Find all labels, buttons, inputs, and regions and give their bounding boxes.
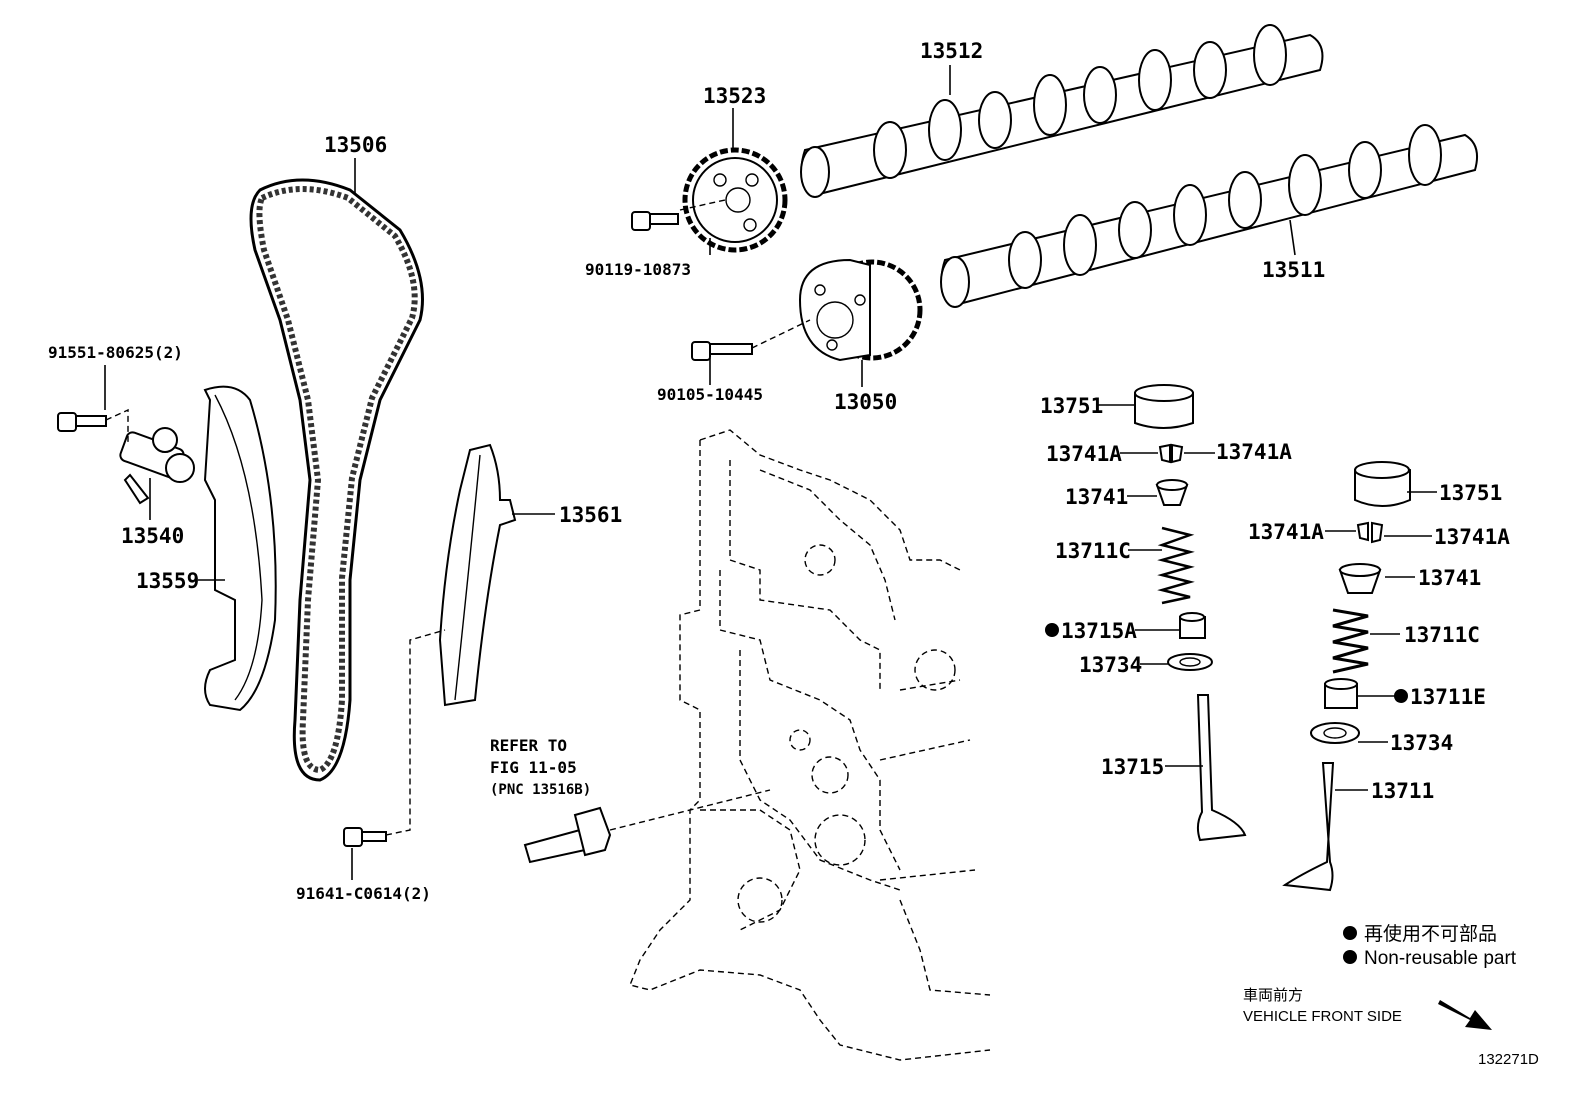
label-13741a-a2: 13741A bbox=[1216, 440, 1292, 464]
camshaft-13512 bbox=[800, 24, 1324, 198]
vvt-gear-13050 bbox=[798, 258, 923, 362]
engine-block-outline bbox=[629, 429, 991, 1061]
label-13715a: 13715A bbox=[1061, 619, 1137, 643]
front-text-ja: 車両前方 bbox=[1243, 987, 1303, 1004]
label-13561: 13561 bbox=[559, 503, 622, 527]
label-13741a-a1: 13741A bbox=[1046, 442, 1122, 466]
valve-train-left bbox=[1134, 384, 1247, 842]
bolt-91641 bbox=[343, 629, 446, 847]
label-13512: 13512 bbox=[920, 39, 983, 63]
label-91551-80625: 91551-80625(2) bbox=[48, 343, 183, 362]
non-reusable-marker-13711e bbox=[1394, 689, 1408, 703]
bolt-90119 bbox=[631, 199, 726, 231]
figure-id: 132271D bbox=[1478, 1051, 1539, 1068]
timing-chain bbox=[249, 178, 424, 782]
label-13741a-b1: 13741A bbox=[1248, 520, 1324, 544]
label-13511: 13511 bbox=[1262, 258, 1325, 282]
refer-note-line2: FIG 11-05 bbox=[490, 758, 577, 777]
label-13741-b: 13741 bbox=[1418, 566, 1481, 590]
label-90105-10445: 90105-10445 bbox=[657, 385, 763, 404]
legend-marker-en bbox=[1343, 950, 1357, 964]
refer-note-line1: REFER TO bbox=[490, 736, 567, 755]
non-reusable-marker-13715a bbox=[1045, 623, 1059, 637]
label-13711e: 13711E bbox=[1410, 685, 1486, 709]
bolt-91551 bbox=[57, 408, 129, 445]
refer-note-line3: (PNC 13516B) bbox=[490, 782, 591, 798]
legend-text-en: Non-reusable part bbox=[1364, 948, 1517, 969]
label-13711: 13711 bbox=[1371, 779, 1434, 803]
label-13559: 13559 bbox=[136, 569, 199, 593]
label-13711c-b: 13711C bbox=[1404, 623, 1480, 647]
label-13751-a: 13751 bbox=[1040, 394, 1103, 418]
leader-lines bbox=[104, 65, 1437, 880]
chain-guide-13559 bbox=[203, 385, 277, 712]
label-13741-a: 13741 bbox=[1065, 485, 1128, 509]
valve-train-right bbox=[1282, 461, 1411, 892]
legend-marker-ja bbox=[1343, 926, 1357, 940]
label-13506: 13506 bbox=[324, 133, 387, 157]
front-arrow-icon bbox=[1438, 1000, 1492, 1030]
label-13734-b: 13734 bbox=[1390, 731, 1453, 755]
bolt-90105 bbox=[691, 319, 811, 361]
chain-guide-13561 bbox=[438, 443, 517, 707]
label-13540: 13540 bbox=[121, 524, 184, 548]
sprocket-13523 bbox=[682, 147, 788, 253]
label-90119-10873: 90119-10873 bbox=[585, 260, 691, 279]
label-13715: 13715 bbox=[1101, 755, 1164, 779]
camshaft-13511 bbox=[940, 124, 1478, 308]
label-13523: 13523 bbox=[703, 84, 766, 108]
legend-text-ja: 再使用不可部品 bbox=[1364, 923, 1497, 945]
label-91641-c0614: 91641-C0614(2) bbox=[296, 884, 431, 903]
label-13741a-b2: 13741A bbox=[1434, 525, 1510, 549]
label-13734-a: 13734 bbox=[1079, 653, 1142, 677]
label-13050: 13050 bbox=[834, 390, 897, 414]
label-13711c-a: 13711C bbox=[1055, 539, 1131, 563]
label-13751-b: 13751 bbox=[1439, 481, 1502, 505]
chain-tensioner-13540 bbox=[119, 427, 195, 505]
front-text-en: VEHICLE FRONT SIDE bbox=[1243, 1008, 1402, 1025]
pin-13516b bbox=[523, 789, 771, 864]
